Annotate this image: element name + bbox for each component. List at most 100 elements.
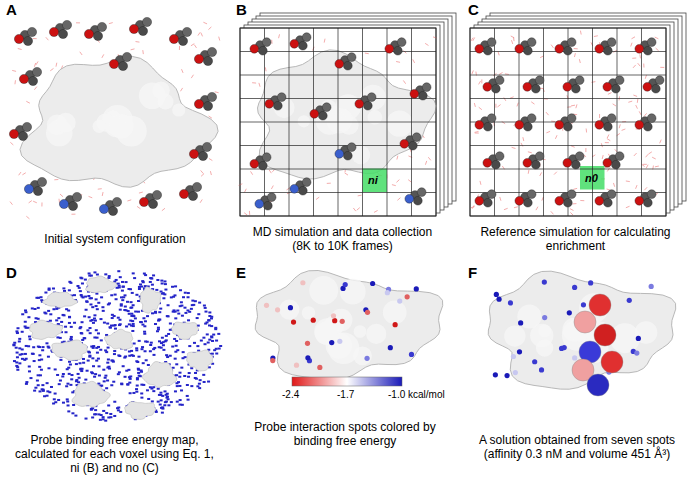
probe-atom: [643, 122, 652, 131]
free-energy-voxel: [210, 336, 213, 338]
free-energy-voxel: [98, 374, 101, 376]
probe-atom: [265, 99, 274, 108]
free-energy-voxel: [156, 330, 159, 332]
probe-atom: [643, 46, 652, 55]
free-energy-voxel: [55, 308, 58, 310]
grid-line: [470, 145, 666, 146]
free-energy-voxel: [174, 351, 177, 353]
free-energy-voxel: [68, 316, 71, 318]
probe-atom: [603, 198, 612, 207]
free-energy-voxel: [33, 390, 36, 392]
free-energy-voxel: [142, 281, 145, 283]
free-energy-voxel: [84, 279, 87, 281]
free-energy-voxel: [25, 381, 28, 383]
free-energy-voxel: [107, 277, 110, 279]
free-energy-voxel: [99, 318, 102, 320]
probe-atom: [643, 198, 652, 207]
free-energy-voxel: [161, 412, 164, 414]
free-energy-voxel: [160, 399, 163, 401]
free-energy-voxel: [88, 272, 91, 274]
water-molecule: [219, 37, 220, 41]
free-energy-voxel: [112, 381, 115, 383]
panel-letter: B: [236, 3, 247, 17]
free-energy-voxel: [180, 367, 183, 369]
voxel-count: n0: [585, 171, 598, 185]
free-energy-voxel: [164, 390, 167, 392]
water-molecule: [555, 135, 557, 139]
water-molecule: [554, 172, 557, 175]
free-energy-voxel: [85, 309, 88, 311]
probe-atom: [555, 196, 564, 205]
probe-atom: [152, 190, 161, 199]
free-energy-voxel: [100, 296, 103, 298]
water-molecule: [633, 65, 636, 68]
colorbar-tick: -1.0 kcal/mol: [388, 389, 445, 401]
free-energy-voxel: [179, 305, 182, 307]
probe-atom: [59, 199, 68, 208]
free-energy-voxel: [87, 360, 90, 362]
free-energy-voxel: [122, 296, 125, 298]
free-energy-voxel: [116, 407, 119, 409]
water-molecule: [34, 63, 35, 67]
free-energy-voxel: [93, 336, 96, 338]
water-molecule: [608, 93, 612, 95]
free-energy-voxel: [162, 349, 165, 351]
water-molecule: [644, 113, 647, 116]
free-energy-voxel: [149, 350, 152, 352]
probe-atom: [483, 82, 492, 91]
water-molecule: [471, 207, 475, 208]
free-energy-voxel: [38, 366, 41, 368]
free-energy-voxel: [21, 331, 24, 333]
water-molecule: [259, 83, 260, 87]
water-molecule: [528, 170, 530, 174]
free-energy-voxel: [29, 377, 32, 379]
protein-patch: [29, 320, 63, 339]
probe-atom: [475, 44, 484, 53]
interaction-spot: [513, 370, 518, 375]
water-molecule: [493, 73, 496, 75]
free-energy-voxel: [113, 415, 116, 417]
probe-atom: [188, 191, 197, 200]
water-molecule: [626, 206, 630, 208]
probe-atom: [487, 190, 496, 199]
grid-line: [240, 192, 436, 193]
water-molecule: [628, 101, 632, 102]
free-energy-voxel: [111, 314, 114, 316]
probe-atom: [179, 189, 188, 198]
grid-line: [666, 28, 667, 216]
water-molecule: [209, 158, 212, 160]
interaction-spot: [331, 313, 336, 318]
free-energy-voxel: [129, 307, 132, 309]
free-energy-voxel: [97, 358, 100, 360]
probe-atom: [202, 142, 211, 151]
probe-atom: [263, 201, 272, 210]
surface-bump: [635, 321, 658, 344]
free-energy-voxel: [167, 304, 170, 306]
free-energy-voxel: [131, 292, 134, 294]
free-energy-voxel: [163, 280, 166, 282]
panel-letter: D: [6, 266, 17, 280]
water-molecule: [613, 104, 616, 106]
water-molecule: [571, 105, 575, 107]
interaction-spot: [493, 372, 498, 377]
free-energy-voxel: [115, 298, 118, 300]
interaction-spot: [343, 282, 348, 287]
water-molecule: [574, 48, 578, 49]
free-energy-voxel: [119, 411, 122, 413]
free-energy-voxel: [80, 277, 83, 279]
free-energy-voxel: [57, 317, 60, 319]
free-energy-voxel: [65, 385, 68, 387]
free-energy-voxel: [180, 389, 183, 391]
free-energy-voxel: [176, 401, 179, 403]
free-energy-voxel: [134, 317, 137, 319]
interaction-spot: [305, 355, 310, 360]
water-molecule: [55, 63, 57, 67]
probe-atom: [363, 101, 372, 110]
free-energy-voxel: [118, 324, 121, 326]
grid-line: [592, 28, 593, 216]
probe-atom: [347, 53, 356, 62]
grid-line: [470, 216, 666, 217]
free-energy-voxel: [144, 320, 147, 322]
probe-atom: [298, 186, 307, 195]
probe-atom: [475, 120, 484, 129]
